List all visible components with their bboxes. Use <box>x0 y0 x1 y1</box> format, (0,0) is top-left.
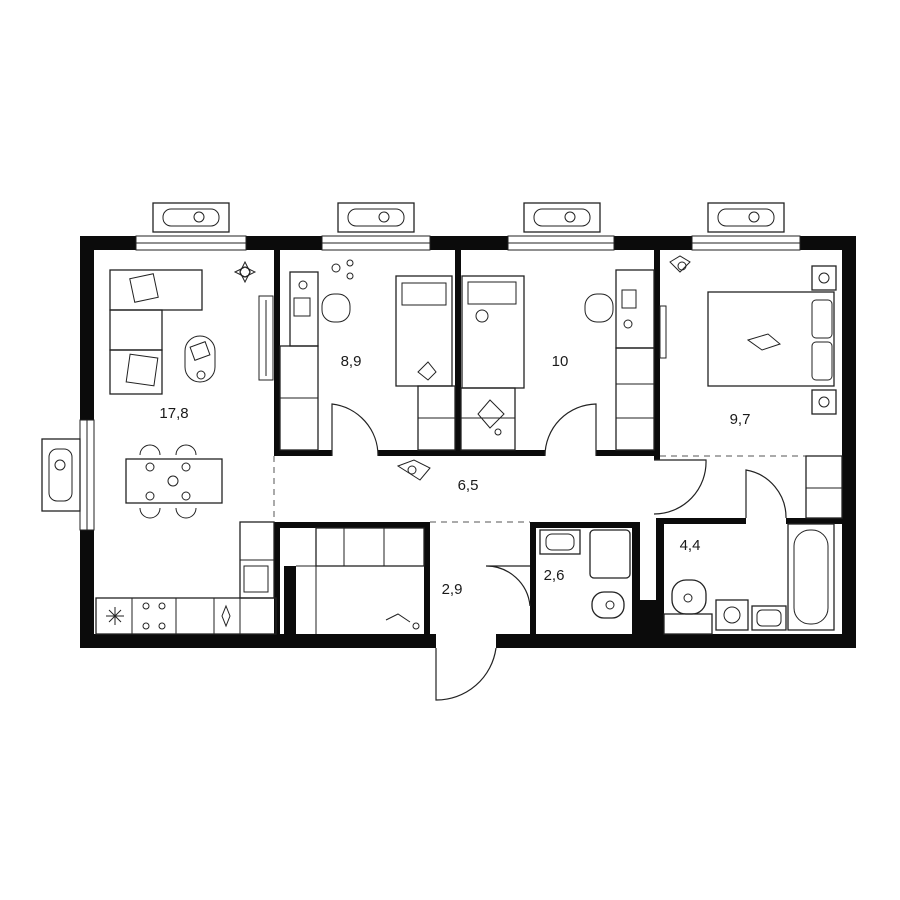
snowflake-icon <box>106 607 124 625</box>
area-label-hallway: 6,5 <box>458 477 479 494</box>
dining-chairs <box>139 444 197 519</box>
plant-icon <box>233 260 257 284</box>
area-label-bathroom: 4,4 <box>680 537 701 554</box>
area-label-bedroom-3: 9,7 <box>730 411 751 428</box>
bedroom-2-furniture <box>460 269 655 451</box>
area-label-entry: 2,9 <box>442 581 463 598</box>
exterior-walls <box>80 236 856 648</box>
wc-fixtures <box>539 529 631 619</box>
toy-icon <box>331 259 354 280</box>
zone-dividers <box>273 455 842 523</box>
windows <box>79 235 801 531</box>
bedroom-3-furniture <box>659 255 843 519</box>
planter-2 <box>337 202 415 233</box>
bathroom-fixtures <box>663 523 835 635</box>
living-furniture <box>95 260 277 635</box>
area-label-bedroom-2: 10 <box>552 353 569 370</box>
area-label-living-kitchen: 17,8 <box>159 405 188 422</box>
planter-4 <box>707 202 785 233</box>
area-label-wc: 2,6 <box>544 567 565 584</box>
area-labels: 17,8 8,9 10 9,7 6,5 2,9 2,6 4,4 <box>159 353 750 598</box>
plant-icon <box>669 255 691 273</box>
planter-3 <box>523 202 601 233</box>
doors <box>331 403 787 701</box>
bedroom-1-furniture <box>279 259 456 451</box>
planter-1 <box>152 202 230 233</box>
planter-left <box>41 438 81 512</box>
kite-icon <box>477 399 505 436</box>
hallway-furniture <box>296 459 431 634</box>
interior-walls <box>274 250 842 634</box>
area-label-bedroom-1: 8,9 <box>341 353 362 370</box>
